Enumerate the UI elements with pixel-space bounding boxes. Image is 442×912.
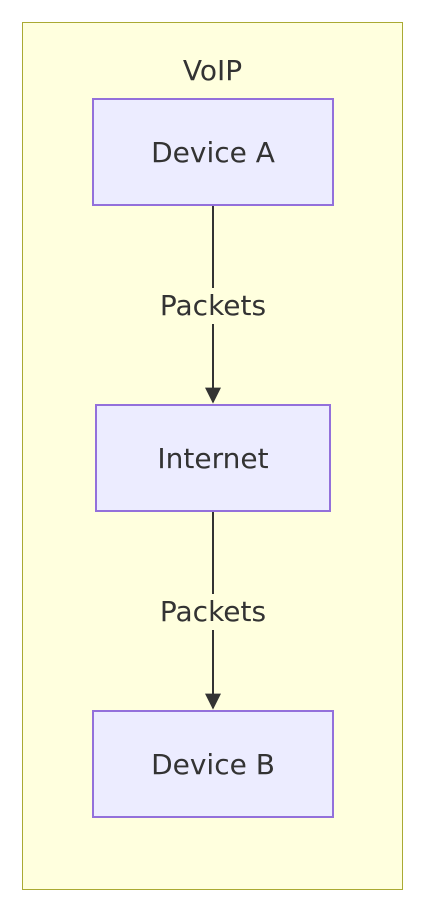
group-title: VoIP: [182, 54, 243, 87]
node-internet-label: Internet: [157, 441, 269, 475]
node-device-b-label: Device B: [151, 747, 275, 781]
node-device-a[interactable]: Device A: [92, 98, 334, 206]
edge-label-internet-to-b: Packets: [113, 594, 313, 630]
edge-label-a-to-internet: Packets: [113, 288, 313, 324]
node-device-a-label: Device A: [151, 135, 275, 169]
node-internet[interactable]: Internet: [95, 404, 331, 512]
node-device-b[interactable]: Device B: [92, 710, 334, 818]
